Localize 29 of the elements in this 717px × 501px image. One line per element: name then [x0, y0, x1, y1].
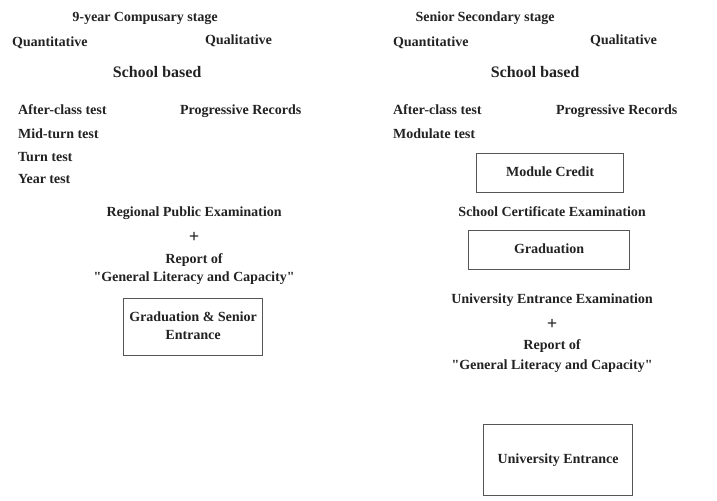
report-label: Report of: [523, 338, 581, 354]
list-item: Progressive Records: [556, 103, 678, 119]
report-label: "General Literacy and Capacity": [451, 358, 653, 374]
section-heading: School based: [112, 65, 202, 81]
stage-heading: 9-year Compusary stage: [72, 10, 218, 26]
list-item: After-class test: [393, 103, 482, 119]
list-item: Progressive Records: [180, 103, 302, 119]
plus-sign: +: [188, 228, 200, 244]
list-item: Mid-turn test: [18, 127, 98, 143]
category-label: Quantitative: [12, 35, 88, 51]
outcome-box: Graduation & Senior Entrance: [123, 298, 263, 356]
stage-heading: Senior Secondary stage: [416, 10, 554, 26]
exam-label: University Entrance Examination: [451, 292, 653, 308]
outcome-box: University Entrance: [483, 424, 633, 496]
report-label: "General Literacy and Capacity": [93, 270, 295, 286]
list-item: After-class test: [18, 103, 106, 119]
list-item: Year test: [18, 172, 70, 188]
outcome-box: Module Credit: [476, 153, 624, 193]
section-heading: School based: [490, 65, 580, 81]
category-label: Quantitative: [393, 35, 468, 51]
outcome-box: Graduation: [468, 230, 630, 270]
list-item: Modulate test: [393, 127, 476, 143]
category-label: Qualitative: [205, 33, 272, 49]
exam-label: Regional Public Examination: [106, 205, 282, 221]
plus-sign: +: [546, 315, 558, 331]
category-label: Qualitative: [590, 33, 657, 49]
list-item: Turn test: [18, 150, 72, 166]
report-label: Report of: [165, 252, 223, 268]
exam-label: School Certificate Examination: [458, 205, 646, 221]
